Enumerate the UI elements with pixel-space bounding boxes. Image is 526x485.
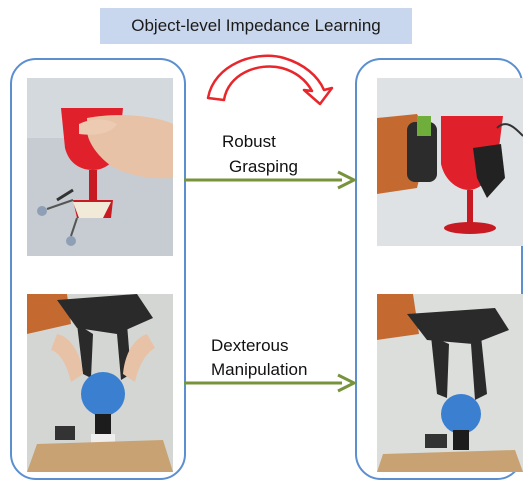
manipulation-arrow-icon — [184, 373, 358, 393]
robust-grasping-label-line1: Robust — [222, 132, 276, 151]
robot-panel — [355, 58, 523, 480]
human-manipulation-photo — [27, 294, 173, 472]
diagram-title: Object-level Impedance Learning — [100, 8, 412, 44]
dexterous-manipulation-label-line1: Dexterous — [211, 336, 289, 355]
grasping-arrow-icon — [184, 170, 358, 190]
robot-grasp-photo — [377, 78, 523, 246]
dexterous-manipulation-label-line2: Manipulation — [211, 360, 308, 379]
human-grasp-photo — [27, 78, 173, 256]
robot-manipulation-photo — [377, 294, 523, 472]
diagram-title-text: Object-level Impedance Learning — [131, 16, 381, 35]
demonstration-panel — [10, 58, 186, 480]
curved-transfer-arrow-icon — [206, 54, 334, 106]
robust-grasping-label-line2: Grasping — [229, 157, 298, 176]
